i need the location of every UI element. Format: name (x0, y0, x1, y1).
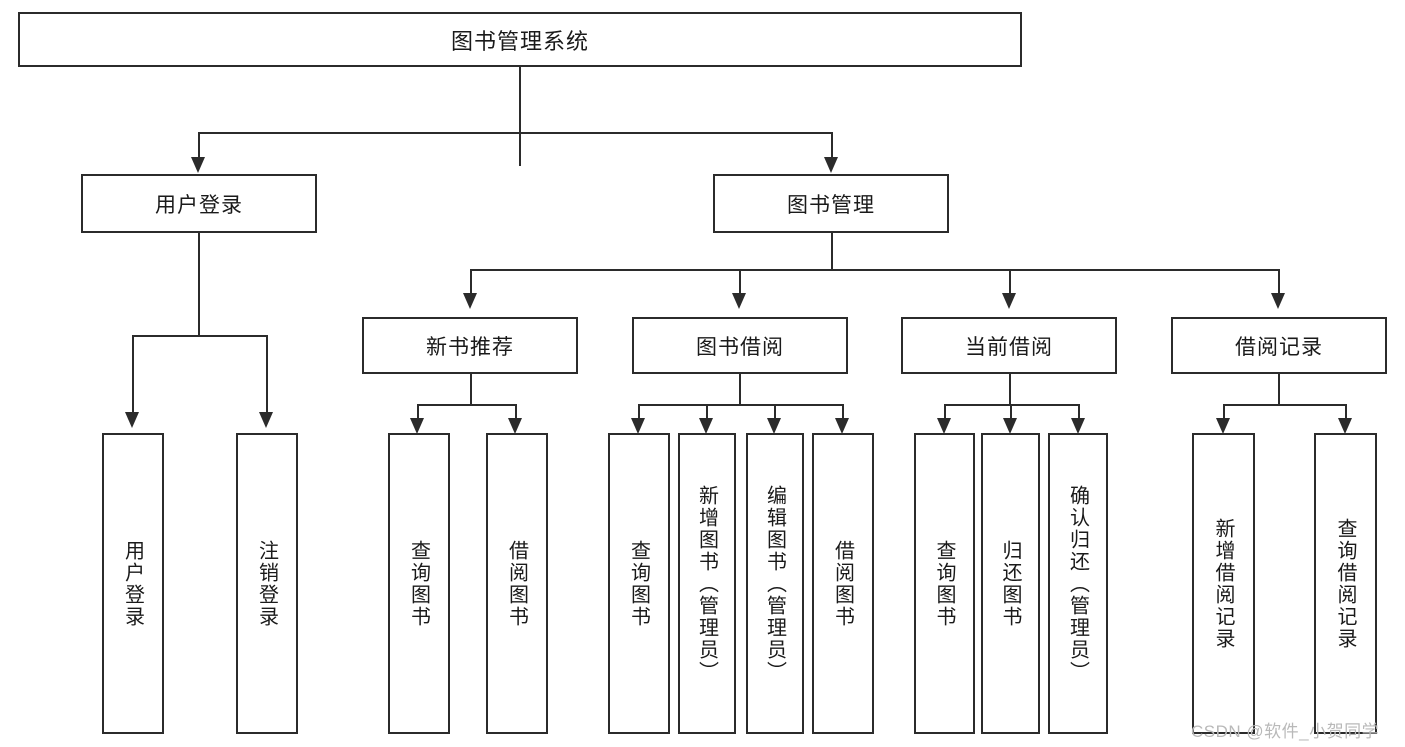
leaf-book-borrow-0[interactable]: 查询图书 (608, 433, 670, 734)
arrow-new-book-recommend (463, 293, 477, 309)
leaf-label: 确认归还（管理员） (1066, 484, 1089, 683)
arrow-ul-leaf-1 (259, 412, 273, 428)
leaf-book-borrow-2[interactable]: 编辑图书（管理员） (746, 433, 804, 734)
arrow-bb-leaf-1 (699, 418, 713, 434)
arrow-bb-leaf-0 (631, 418, 645, 434)
edge-new-book-stem (470, 374, 472, 404)
leaf-new-book-recommend-0[interactable]: 查询图书 (388, 433, 450, 734)
arrow-nb-leaf-1 (508, 418, 522, 434)
leaf-label: 编辑图书（管理员） (763, 484, 786, 683)
leaf-label: 借阅图书 (831, 539, 854, 628)
edge-drop-br-leaf-0 (1223, 404, 1225, 423)
edge-book-borrow-bus (638, 404, 842, 406)
node-user-login-label: 用户登录 (155, 193, 243, 217)
leaf-label: 新增图书（管理员） (695, 484, 718, 683)
arrow-book-borrow (732, 293, 746, 309)
edge-drop-nb-leaf-1 (515, 404, 517, 423)
arrow-ul-leaf-0 (125, 412, 139, 428)
leaf-label: 用户登录 (121, 539, 144, 628)
edge-borrow-record-stem (1278, 374, 1280, 404)
edge-drop-current-borrow (1009, 269, 1011, 297)
arrow-nb-leaf-0 (410, 418, 424, 434)
leaf-label: 归还图书 (999, 539, 1021, 628)
edge-drop-bb-leaf-0 (638, 404, 640, 423)
edge-book-borrow-stem (739, 374, 741, 404)
leaf-current-borrow-2[interactable]: 确认归还（管理员） (1048, 433, 1108, 734)
leaf-book-borrow-3[interactable]: 借阅图书 (812, 433, 874, 734)
edge-drop-user-login (198, 132, 200, 162)
edge-drop-cb-leaf-0 (944, 404, 946, 423)
leaf-label: 查询图书 (627, 539, 650, 628)
edge-drop-nb-leaf-0 (417, 404, 419, 423)
edge-user-login-bus (132, 335, 266, 337)
leaf-book-borrow-1[interactable]: 新增图书（管理员） (678, 433, 736, 734)
edge-root-bus (198, 132, 832, 134)
node-new-book-recommend[interactable]: 新书推荐 (362, 317, 578, 374)
edge-current-borrow-stem (1009, 374, 1011, 404)
arrow-book-manage (824, 157, 838, 173)
node-book-borrow[interactable]: 图书借阅 (632, 317, 848, 374)
leaf-user-login-1[interactable]: 注销登录 (236, 433, 298, 734)
leaf-user-login-0[interactable]: 用户登录 (102, 433, 164, 734)
node-root-label: 图书管理系统 (450, 28, 589, 54)
arrow-cb-leaf-1 (1003, 418, 1017, 434)
arrow-bb-leaf-2 (767, 418, 781, 434)
node-current-borrow-label: 当前借阅 (965, 335, 1053, 359)
leaf-label: 注销登录 (255, 539, 278, 628)
edge-borrow-record-bus (1223, 404, 1345, 406)
node-new-book-recommend-label: 新书推荐 (426, 335, 514, 359)
arrow-bb-leaf-3 (835, 418, 849, 434)
edge-drop-bb-leaf-3 (842, 404, 844, 423)
edge-drop-ul-leaf-0 (132, 335, 134, 417)
edge-drop-new-book (470, 269, 472, 297)
node-user-login[interactable]: 用户登录 (81, 174, 317, 233)
node-borrow-record[interactable]: 借阅记录 (1171, 317, 1387, 374)
arrow-br-leaf-1 (1338, 418, 1352, 434)
edge-drop-ul-leaf-1 (266, 335, 268, 417)
leaf-label: 查询图书 (933, 539, 955, 628)
arrow-br-leaf-0 (1216, 418, 1230, 434)
node-current-borrow[interactable]: 当前借阅 (901, 317, 1117, 374)
leaf-new-book-recommend-1[interactable]: 借阅图书 (486, 433, 548, 734)
leaf-label: 借阅图书 (505, 539, 528, 628)
edge-book-manage-bus (470, 269, 1278, 271)
edge-drop-cb-leaf-2 (1078, 404, 1080, 423)
edge-drop-bb-leaf-2 (774, 404, 776, 423)
leaf-current-borrow-0[interactable]: 查询图书 (914, 433, 975, 734)
arrow-borrow-record (1271, 293, 1285, 309)
leaf-label: 查询借阅记录 (1334, 517, 1356, 650)
edge-drop-cb-leaf-1 (1010, 404, 1012, 423)
edge-drop-bb-leaf-1 (706, 404, 708, 423)
arrow-current-borrow (1002, 293, 1016, 309)
node-root[interactable]: 图书管理系统 (18, 12, 1022, 67)
edge-drop-br-leaf-1 (1345, 404, 1347, 423)
edge-book-manage-stem (831, 233, 833, 269)
edge-drop-book-manage (831, 132, 833, 162)
arrow-user-login (191, 157, 205, 173)
node-borrow-record-label: 借阅记录 (1235, 335, 1323, 359)
arrow-cb-leaf-2 (1071, 418, 1085, 434)
edge-user-login-stem (198, 233, 200, 335)
csdn-watermark: CSDN @软件_小贺同学 (1191, 722, 1380, 741)
leaf-borrow-record-0[interactable]: 新增借阅记录 (1192, 433, 1255, 734)
leaf-borrow-record-1[interactable]: 查询借阅记录 (1314, 433, 1377, 734)
edge-root-stem (519, 67, 521, 166)
edge-new-book-bus (417, 404, 515, 406)
node-book-borrow-label: 图书借阅 (696, 335, 784, 359)
leaf-current-borrow-1[interactable]: 归还图书 (981, 433, 1040, 734)
edge-drop-borrow-record (1278, 269, 1280, 297)
leaf-label: 新增借阅记录 (1212, 517, 1234, 650)
arrow-cb-leaf-0 (937, 418, 951, 434)
edge-drop-book-borrow (739, 269, 741, 297)
leaf-label: 查询图书 (407, 539, 430, 628)
node-book-manage-label: 图书管理 (787, 193, 875, 217)
node-book-manage[interactable]: 图书管理 (713, 174, 949, 233)
